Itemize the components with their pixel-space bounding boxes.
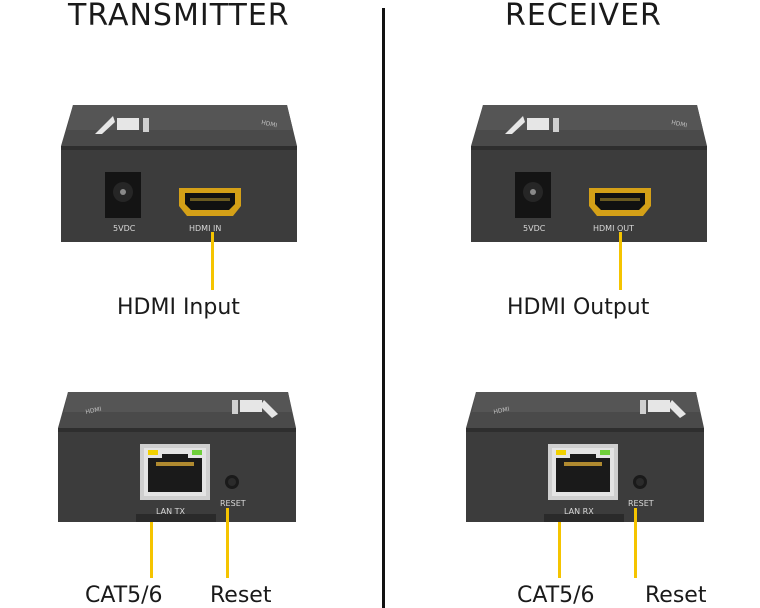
hdmi-out-port bbox=[589, 188, 651, 216]
svg-text:HDMI: HDMI bbox=[85, 406, 102, 416]
lan-rx-port bbox=[548, 444, 618, 500]
hdmi-out-label: HDMI OUT bbox=[593, 224, 634, 233]
receiver-heading: RECEIVER bbox=[505, 0, 662, 33]
svg-text:HDMI: HDMI bbox=[493, 406, 510, 416]
reset-label: RESET bbox=[220, 499, 246, 508]
svg-text:HDMI: HDMI bbox=[671, 119, 688, 129]
transmitter-rear-device: HDMI LAN TX RESET bbox=[52, 388, 302, 528]
brand-logo-icon bbox=[668, 400, 686, 418]
brand-logo-icon bbox=[505, 116, 525, 134]
reset-button bbox=[633, 475, 647, 489]
power-jack bbox=[515, 172, 551, 218]
hdmi-in-port bbox=[179, 188, 241, 216]
brand-logo-icon bbox=[95, 116, 115, 134]
cat-callout: CAT5/6 bbox=[517, 583, 595, 608]
hdmi-output-callout: HDMI Output bbox=[507, 295, 650, 320]
cat-leader bbox=[558, 522, 561, 578]
lan-tx-port bbox=[140, 444, 210, 500]
receiver-front-device: HDMI 5VDC HDMI OUT bbox=[465, 100, 715, 248]
center-divider bbox=[382, 8, 385, 608]
cat-leader bbox=[150, 522, 153, 578]
hdmi-output-leader bbox=[619, 232, 622, 290]
transmitter-heading: TRANSMITTER bbox=[68, 0, 290, 33]
hdmi-input-callout: HDMI Input bbox=[117, 295, 240, 320]
hdmi-input-leader bbox=[211, 232, 214, 290]
reset-callout: Reset bbox=[645, 583, 707, 608]
reset-callout: Reset bbox=[210, 583, 272, 608]
reset-leader bbox=[634, 508, 637, 578]
reset-leader bbox=[226, 508, 229, 578]
reset-button bbox=[225, 475, 239, 489]
cat-callout: CAT5/6 bbox=[85, 583, 163, 608]
lan-rx-label: LAN RX bbox=[564, 507, 594, 516]
power-jack bbox=[105, 172, 141, 218]
power-label: 5VDC bbox=[523, 224, 546, 233]
receiver-rear-device: HDMI LAN RX RESET bbox=[460, 388, 710, 528]
reset-label: RESET bbox=[628, 499, 654, 508]
lan-tx-label: LAN TX bbox=[156, 507, 186, 516]
svg-text:HDMI: HDMI bbox=[261, 119, 278, 129]
power-label: 5VDC bbox=[113, 224, 136, 233]
transmitter-front-device: HDMI 5VDC HDMI IN bbox=[55, 100, 305, 248]
brand-logo-icon bbox=[260, 400, 278, 418]
hdmi-in-label: HDMI IN bbox=[189, 224, 221, 233]
